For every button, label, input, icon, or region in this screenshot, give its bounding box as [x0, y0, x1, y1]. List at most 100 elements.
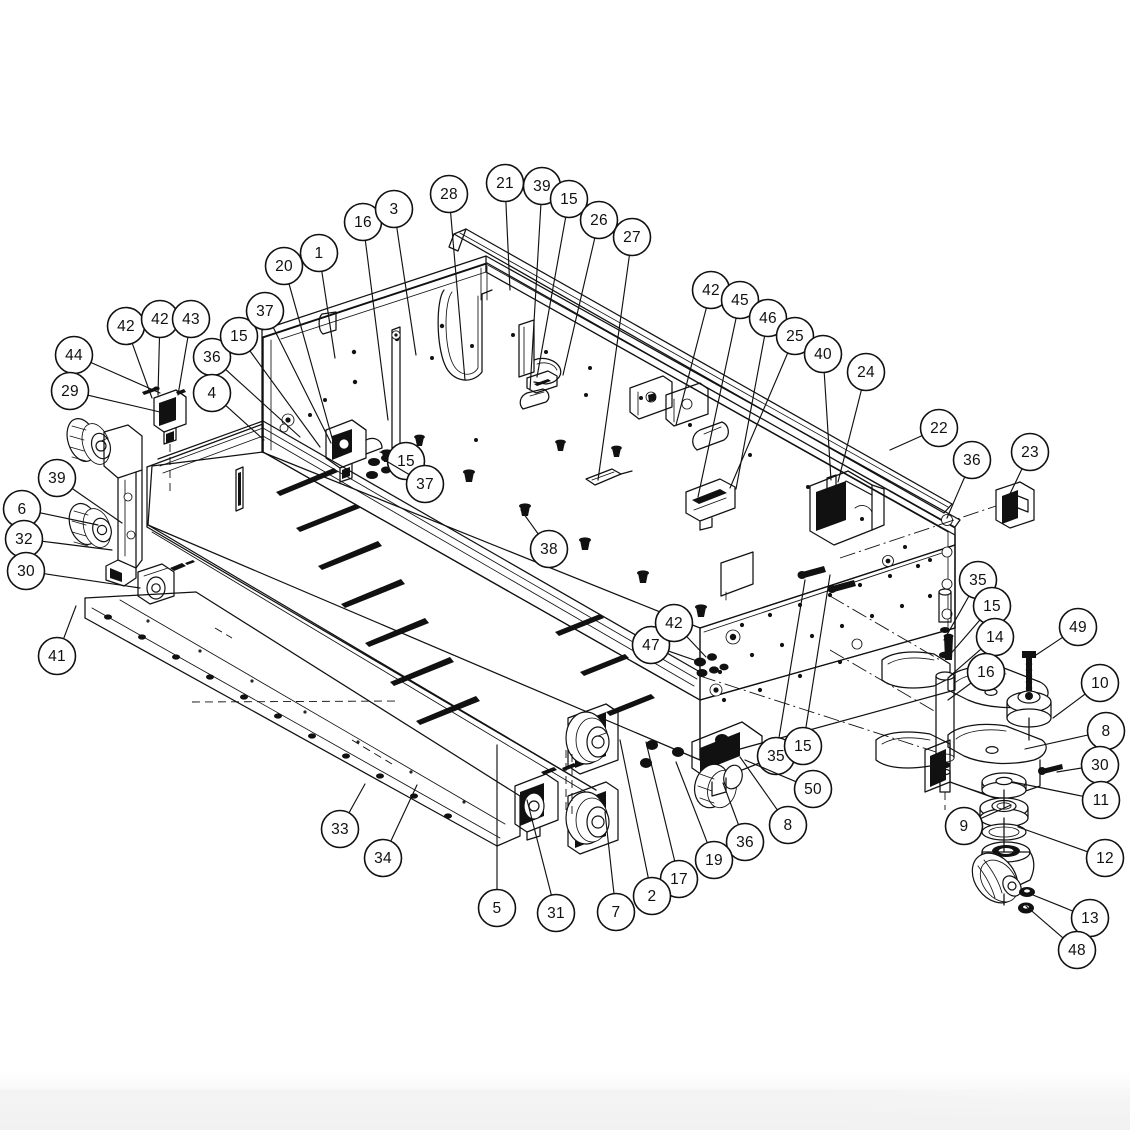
callout-balloon[interactable] [725, 822, 765, 862]
callout-32[interactable]: 32 [4, 519, 113, 559]
callout-9[interactable]: 9 [944, 804, 1012, 846]
callout-21[interactable]: 21 [485, 163, 525, 291]
callout-15[interactable]: 15 [219, 316, 321, 448]
callout-balloon[interactable] [694, 840, 734, 880]
callout-2[interactable]: 2 [619, 739, 672, 916]
callout-balloon[interactable] [549, 179, 589, 219]
callout-17[interactable]: 17 [645, 741, 699, 899]
callout-22[interactable]: 22 [889, 408, 959, 451]
callout-1[interactable]: 1 [299, 233, 339, 359]
callout-46[interactable]: 46 [735, 298, 788, 490]
callout-39[interactable]: 39 [37, 458, 123, 524]
callout-balloon[interactable] [37, 636, 77, 676]
callout-43[interactable]: 43 [171, 299, 211, 396]
callout-balloon[interactable] [579, 200, 619, 240]
callout-3[interactable]: 3 [374, 189, 417, 356]
callout-11[interactable]: 11 [1012, 780, 1121, 820]
callout-balloon[interactable] [299, 233, 339, 273]
callout-31[interactable]: 31 [526, 799, 576, 933]
callout-balloon[interactable] [192, 373, 232, 413]
callout-36[interactable]: 36 [946, 440, 992, 519]
callout-balloon[interactable] [720, 280, 760, 320]
callout-45[interactable]: 45 [697, 280, 760, 498]
callout-38[interactable]: 38 [520, 509, 569, 569]
callout-balloon[interactable] [171, 299, 211, 339]
callout-37[interactable]: 37 [387, 461, 445, 504]
callout-13[interactable]: 13 [1027, 892, 1110, 938]
callout-15[interactable]: 15 [783, 574, 831, 766]
callout-balloon[interactable] [846, 352, 886, 392]
callout-15[interactable]: 15 [946, 586, 1012, 659]
callout-15[interactable]: 15 [536, 179, 589, 378]
callout-10[interactable]: 10 [1052, 663, 1120, 719]
callout-balloon[interactable] [966, 652, 1006, 692]
callout-balloon[interactable] [219, 316, 259, 356]
callout-4[interactable]: 4 [192, 373, 265, 441]
callout-leader [946, 476, 966, 519]
callout-30[interactable]: 30 [1056, 745, 1120, 785]
callout-balloon[interactable] [1080, 663, 1120, 703]
callout-balloon[interactable] [264, 246, 304, 286]
callout-balloon[interactable] [245, 291, 285, 331]
callout-balloon[interactable] [429, 174, 469, 214]
callout-balloon[interactable] [596, 892, 636, 932]
callout-36[interactable]: 36 [192, 337, 301, 438]
callout-balloon[interactable] [1085, 838, 1125, 878]
callout-34[interactable]: 34 [363, 784, 418, 878]
callout-5[interactable]: 5 [477, 744, 517, 928]
callout-balloon[interactable] [1010, 432, 1050, 472]
callout-26[interactable]: 26 [562, 200, 619, 376]
callout-balloon[interactable] [768, 805, 808, 845]
callout-balloon[interactable] [37, 458, 77, 498]
callout-balloon[interactable] [320, 809, 360, 849]
callout-16[interactable]: 16 [343, 202, 389, 421]
callout-balloon[interactable] [405, 464, 445, 504]
callout-balloon[interactable] [632, 876, 672, 916]
callout-balloon[interactable] [536, 893, 576, 933]
callout-8[interactable]: 8 [739, 756, 808, 845]
callout-balloon[interactable] [793, 769, 833, 809]
callout-40[interactable]: 40 [803, 334, 843, 481]
callout-27[interactable]: 27 [597, 217, 652, 481]
callout-42[interactable]: 42 [654, 603, 707, 658]
callout-20[interactable]: 20 [264, 246, 337, 453]
callout-balloon[interactable] [803, 334, 843, 374]
callout-24[interactable]: 24 [837, 352, 886, 483]
callout-balloon[interactable] [748, 298, 788, 338]
callout-balloon[interactable] [919, 408, 959, 448]
callout-12[interactable]: 12 [1017, 826, 1125, 878]
callout-balloon[interactable] [529, 529, 569, 569]
callout-29[interactable]: 29 [50, 371, 161, 413]
callout-37[interactable]: 37 [245, 291, 332, 444]
callout-16[interactable]: 16 [947, 652, 1006, 701]
callout-leader [943, 595, 970, 641]
callout-25[interactable]: 25 [729, 316, 815, 489]
callout-balloon[interactable] [363, 838, 403, 878]
callout-19[interactable]: 19 [675, 761, 734, 880]
callout-balloon[interactable] [612, 217, 652, 257]
callout-28[interactable]: 28 [429, 174, 469, 381]
callout-balloon[interactable] [952, 440, 992, 480]
callout-balloon[interactable] [654, 603, 694, 643]
callout-33[interactable]: 33 [320, 783, 366, 849]
callout-balloon[interactable] [477, 888, 517, 928]
callout-balloon[interactable] [6, 551, 46, 591]
callout-balloon[interactable] [374, 189, 414, 229]
callout-36[interactable]: 36 [722, 782, 765, 862]
callout-30[interactable]: 30 [6, 551, 141, 591]
callout-41[interactable]: 41 [37, 605, 77, 676]
callout-balloon[interactable] [775, 316, 815, 356]
callout-balloon[interactable] [783, 726, 823, 766]
callout-48[interactable]: 48 [1025, 905, 1097, 970]
callout-7[interactable]: 7 [596, 811, 636, 932]
callout-44[interactable]: 44 [54, 335, 161, 394]
callout-balloon[interactable] [50, 371, 90, 411]
callout-balloon[interactable] [1081, 780, 1121, 820]
callout-42[interactable]: 42 [140, 299, 180, 396]
callout-balloon[interactable] [1057, 930, 1097, 970]
callout-50[interactable]: 50 [744, 759, 833, 809]
callout-23[interactable]: 23 [1006, 432, 1050, 501]
callout-balloon[interactable] [1058, 607, 1098, 647]
callout-49[interactable]: 49 [1032, 607, 1098, 658]
callout-balloon[interactable] [944, 806, 984, 846]
